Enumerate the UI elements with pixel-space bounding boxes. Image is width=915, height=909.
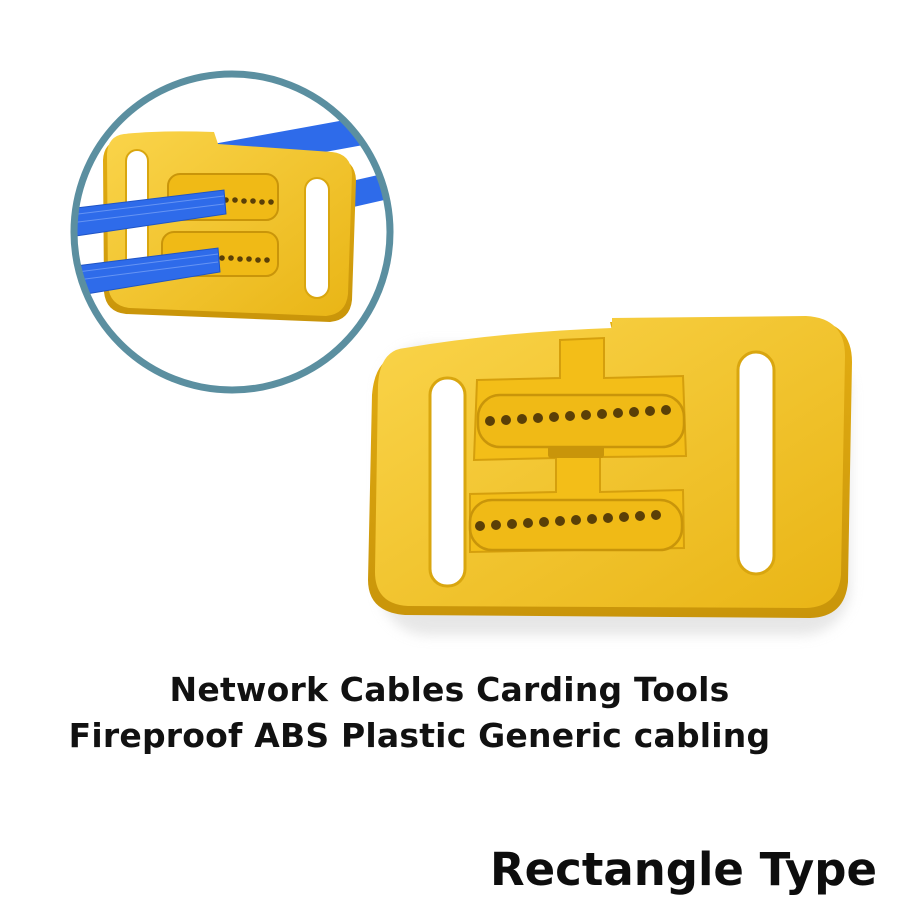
inset-circle: [70, 70, 394, 394]
product-title-line1: Network Cables Carding Tools: [169, 670, 730, 709]
large-carding-tool: [368, 316, 852, 635]
product-title-line2: Fireproof ABS Plastic Generic cabling: [68, 716, 771, 755]
product-type-label: Rectangle Type: [489, 843, 877, 896]
